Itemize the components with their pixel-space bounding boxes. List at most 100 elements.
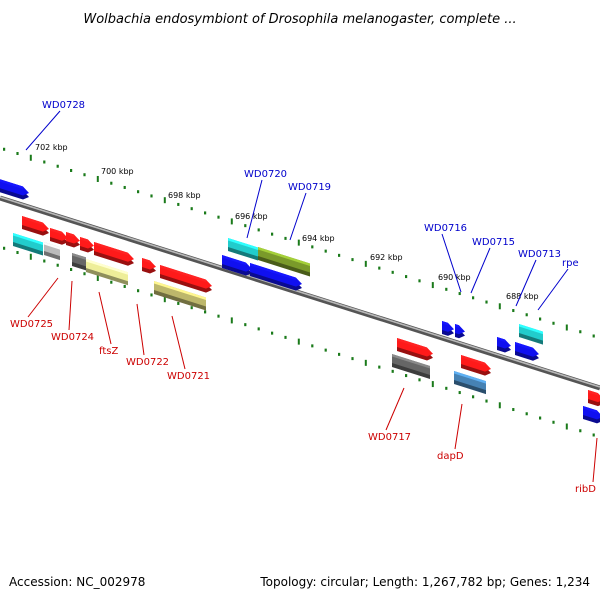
tick-mark (123, 284, 126, 288)
leader-line (470, 247, 491, 294)
tick-mark (230, 317, 233, 324)
gene-arrow (22, 216, 49, 236)
gene-features (0, 179, 600, 424)
gene-label-top: WD0719 (288, 182, 331, 193)
tick-mark (137, 289, 140, 293)
gene-label-bottom: ftsZ (99, 346, 118, 357)
gene-label-bottom: WD0722 (126, 357, 169, 368)
tick-mark (378, 365, 381, 369)
gene-label-top: WD0716 (424, 223, 467, 234)
tick-mark (324, 249, 327, 253)
tick-mark (217, 215, 220, 219)
gene-highlight (160, 265, 206, 283)
gene-wd0716 (442, 321, 454, 336)
gene-block (44, 242, 60, 261)
gene-highlight (515, 342, 533, 351)
tick-mark (284, 236, 287, 240)
tick-mark (418, 378, 421, 382)
tick-mark (338, 352, 341, 356)
gene-highlight (44, 242, 60, 250)
gene-rpe (519, 324, 543, 345)
tick-mark (3, 246, 6, 250)
tick-mark (485, 300, 488, 304)
tick-mark (16, 251, 19, 255)
gene-highlight (442, 321, 448, 326)
gene-label-top: WD0713 (518, 249, 561, 260)
gene-wd0720 (228, 238, 258, 261)
tick-mark (485, 399, 488, 403)
gene-block (154, 281, 206, 311)
tick-mark (592, 334, 595, 338)
tick-mark (525, 313, 528, 317)
tick-mark (592, 433, 595, 437)
gene-arrow (583, 406, 600, 424)
tick-mark (110, 181, 113, 185)
tick-mark (163, 197, 166, 204)
gene-arrow (397, 338, 433, 361)
leader-line (592, 437, 598, 483)
tick-mark (70, 168, 73, 172)
tick-mark (96, 274, 99, 281)
map-title: Wolbachia endosymbiont of Drosophila mel… (83, 12, 516, 27)
tick-mark (297, 239, 300, 246)
tick-mark (458, 292, 461, 296)
leader-line (25, 110, 61, 151)
gene-block (72, 253, 86, 271)
tick-mark (56, 263, 59, 267)
gene-arrow (461, 355, 491, 376)
leader-line (385, 387, 405, 431)
gene-highlight (154, 281, 206, 300)
leader-line (454, 403, 463, 450)
gene-highlight (142, 258, 150, 264)
tick-mark (29, 154, 32, 161)
gene-block (13, 233, 43, 256)
tick-mark (150, 293, 153, 297)
scale-label: 694 kbp (302, 234, 335, 243)
leader-line (515, 259, 537, 307)
tick-mark (539, 416, 542, 420)
gene-ribd (588, 390, 600, 407)
tick-mark (110, 280, 113, 284)
gene-label-bottom: ribD (575, 484, 596, 495)
tick-mark (29, 253, 32, 260)
scale-label: 696 kbp (235, 212, 268, 221)
tick-mark (552, 420, 555, 424)
tick-mark (351, 258, 354, 262)
tick-mark (391, 369, 394, 373)
topology-text: Topology: circular; Length: 1,267,782 bp… (259, 575, 590, 589)
tick-mark (271, 331, 274, 335)
backbone-line (0, 195, 600, 391)
leader-line (289, 192, 307, 241)
gene-block (86, 259, 128, 286)
scale-label: 698 kbp (168, 191, 201, 200)
gene-label-top: WD0720 (244, 169, 287, 180)
gene-highlight (50, 228, 62, 235)
tick-mark (405, 374, 408, 378)
leader-line (441, 233, 462, 293)
gene-highlight (497, 337, 505, 343)
tick-mark (177, 202, 180, 206)
gene-highlight (13, 233, 43, 246)
tick-mark (244, 323, 247, 327)
tick-mark (56, 164, 59, 168)
gene-label-top: WD0728 (42, 100, 85, 111)
tick-mark (96, 175, 99, 182)
tick-mark (83, 173, 86, 177)
tick-mark (230, 218, 233, 225)
gene-arrow (80, 237, 94, 253)
tick-mark (351, 357, 354, 361)
tick-mark (271, 232, 274, 236)
scale-label: 700 kbp (101, 167, 134, 176)
gene-label-bottom: WD0724 (51, 332, 94, 343)
gene-wd0717 (392, 354, 430, 380)
gene-highlight (250, 263, 296, 281)
tick-mark (458, 391, 461, 395)
gene-highlight (222, 255, 246, 266)
tick-mark (565, 324, 568, 331)
gene-highlight (72, 253, 86, 260)
gene-label-bottom: dapD (437, 451, 464, 462)
gene-arrow (50, 228, 68, 245)
tick-mark (284, 335, 287, 339)
tick-mark (83, 272, 86, 276)
